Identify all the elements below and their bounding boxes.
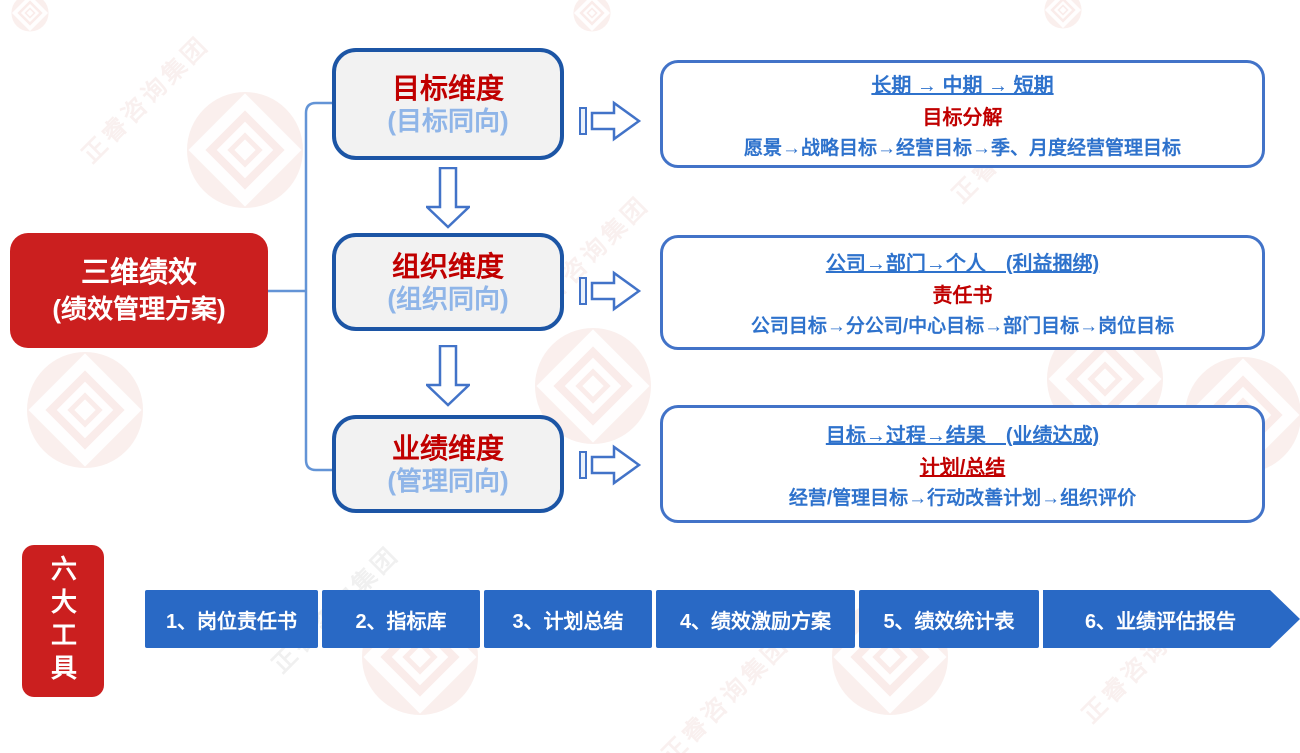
down-arrow-icon [426,167,470,229]
dimension-subtitle: (管理同向) [387,465,509,496]
tool-item-6: 6、业绩评估报告 [1043,590,1300,648]
tool-item-5: 5、绩效统计表 [859,590,1039,648]
detail-line2: 责任书 [932,285,993,307]
dimension-subtitle: (组织同向) [387,283,509,314]
detail-line2: 计划/总结 [919,456,1006,479]
detail-box-organization: 公司→部门→个人 (利益捆绑) 责任书 公司目标→分公司/中心目标→部门目标→岗… [660,235,1265,350]
detail-box-performance: 目标→过程→结果 (业绩达成) 计划/总结 经营/管理目标→行动改善计划→组织评… [660,405,1265,523]
root-title-line2: (绩效管理方案) [52,294,226,325]
down-arrow-icon [426,345,470,407]
root-title-box: 三维绩效 (绩效管理方案) [10,233,268,348]
right-arrow-icon [579,444,642,486]
tool-item-2: 2、指标库 [322,590,480,648]
six-tools-label-box: 六大工具 [22,545,104,697]
detail-line3: 经营/管理目标→行动改善计划→组织评价 [788,487,1137,509]
six-tools-label: 六大工具 [47,555,78,687]
detail-line1: 公司→部门→个人 (利益捆绑) [825,253,1100,275]
detail-line1: 目标→过程→结果 (业绩达成) [825,424,1100,447]
tool-item-4: 4、绩效激励方案 [656,590,855,648]
detail-line3: 公司目标→分公司/中心目标→部门目标→岗位目标 [750,316,1175,337]
tools-banner: 1、岗位责任书 2、指标库 3、计划总结 4、绩效激励方案 5、绩效统计表 6、… [145,590,1300,648]
root-title-line1: 三维绩效 [80,257,197,290]
detail-box-goal: 长期 → 中期 → 短期 目标分解 愿景→战略目标→经营目标→季、月度经营管理目… [660,60,1265,168]
detail-line3: 愿景→战略目标→经营目标→季、月度经营管理目标 [743,137,1181,159]
right-arrow-icon [579,100,642,142]
dimension-title: 组织维度 [391,250,504,282]
dimension-box-goal: 目标维度 (目标同向) [332,48,564,160]
right-arrow-icon [579,270,642,312]
detail-line2: 目标分解 [922,106,1003,129]
tool-item-1: 1、岗位责任书 [145,590,318,648]
tool-item-3: 3、计划总结 [484,590,652,648]
dimension-subtitle: (目标同向) [387,105,509,136]
dimension-box-performance: 业绩维度 (管理同向) [332,415,564,513]
dimension-box-organization: 组织维度 (组织同向) [332,233,564,331]
detail-line1: 长期 → 中期 → 短期 [871,74,1054,97]
dimension-title: 业绩维度 [391,432,504,464]
dimension-title: 目标维度 [391,72,504,104]
